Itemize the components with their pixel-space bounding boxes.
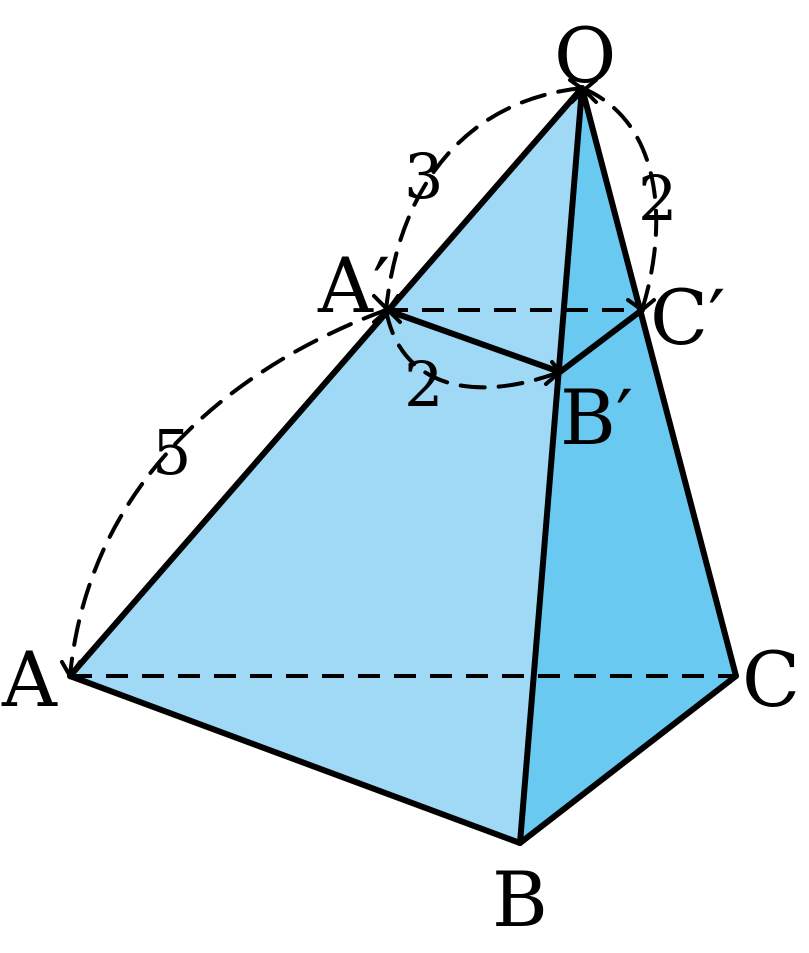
arc-tick-c-prime (626, 298, 656, 313)
label-vertex-c: C (742, 635, 800, 724)
arc-tick-b-prime (544, 360, 563, 386)
dim-arc-oa-prime (384, 86, 584, 312)
edge-ob (517, 85, 585, 846)
arc-tick-a-prime-right (385, 294, 402, 324)
edge-a-prime-b-prime (383, 307, 563, 375)
dim-arc-a-prime-a (68, 308, 388, 678)
face-oab (70, 88, 582, 843)
edge-b-prime-c-prime (557, 307, 645, 375)
edge-oa (67, 85, 585, 679)
edge-bc (517, 673, 739, 846)
edge-ab (67, 673, 523, 846)
label-vertex-o: O (554, 11, 616, 100)
label-vertex-a-prime: A′ (317, 241, 390, 330)
dim-arc-oc-prime (580, 86, 659, 312)
edge-oc (579, 85, 739, 679)
label-length-oa-prime: 3 (404, 140, 443, 213)
face-obc (520, 88, 736, 843)
dim-arc-a-prime-b-prime (384, 308, 562, 390)
arc-tick-o-right (581, 78, 598, 104)
label-vertex-b-prime: B′ (560, 373, 633, 462)
label-length-oc-prime: 2 (638, 162, 677, 235)
label-vertex-b: B (492, 855, 548, 944)
arc-tick-a (60, 660, 82, 680)
label-vertex-a: A (1, 635, 58, 724)
label-length-a-prime-a: 5 (152, 416, 191, 489)
label-vertex-c-prime: C′ (650, 273, 725, 362)
label-length-a-prime-b-prime: 2 (404, 348, 443, 421)
